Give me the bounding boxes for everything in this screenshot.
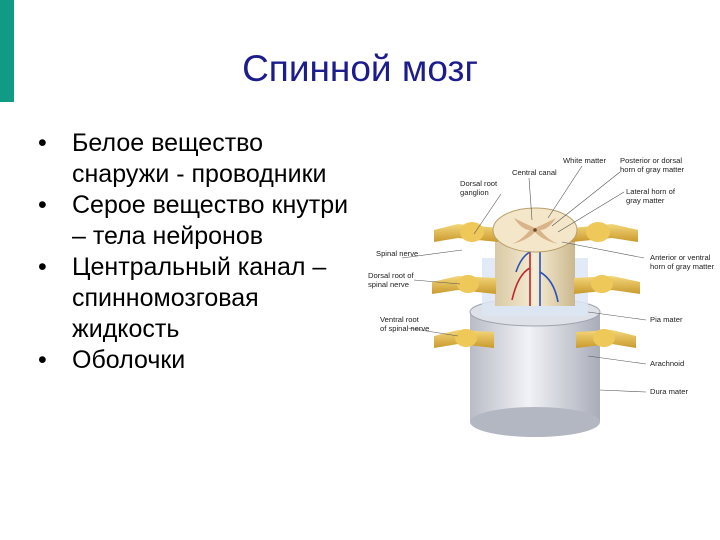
label-anterior-horn: horn of gray matter [650,262,715,271]
label-spinal-nerve: Spinal nerve [376,249,418,258]
label-posterior-horn: horn of gray matter [620,165,685,174]
label-anterior-horn: Anterior or ventral [650,253,711,262]
bullet-text: Оболочки [72,346,186,374]
label-pia-mater: Pia mater [650,315,683,324]
label-arachnoid: Arachnoid [650,359,684,368]
bullet-text: Серое вещество кнутри – тела нейронов [72,191,349,250]
spinal-cord-illustration: Dorsal root ganglion Central canal White… [368,156,715,437]
bullet-dot: • [38,129,47,157]
label-dorsal-root-ganglion: ganglion [460,188,489,197]
accent-bar [0,0,14,102]
label-central-canal: Central canal [512,168,557,177]
bullet-dot: • [38,346,47,374]
leader-lines [401,165,647,393]
bullet-dot: • [38,191,47,219]
dura-mater-sheath [469,297,601,437]
label-ventral-root: Ventral root [380,315,420,324]
label-lateral-horn: Lateral horn of [626,187,676,196]
bullet-item: • Оболочки [36,345,356,376]
label-dorsal-root: spinal nerve [368,280,409,289]
label-dorsal-root: Dorsal root of [368,271,414,280]
bullet-item: • Серое вещество кнутри – тела нейронов [36,190,356,252]
slide-title: Спинной мозг [242,48,478,89]
label-posterior-horn: Posterior or dorsal [620,156,682,165]
nerve-roots-right [572,222,640,348]
label-lateral-horn: gray matter [626,196,665,205]
label-dorsal-root-ganglion: Dorsal root [460,179,498,188]
label-ventral-root: of spinal nerve [380,324,429,333]
label-dura-mater: Dura mater [650,387,688,396]
label-white-matter: White matter [563,156,607,165]
bullet-text: Центральный канал – спинномозговая жидко… [72,253,327,343]
bullet-dot: • [38,253,47,281]
bullet-text: Белое вещество снаружи - проводники [72,129,327,188]
bullet-item: • Центральный канал – спинномозговая жидк… [36,252,356,345]
figure-labels: Dorsal root ganglion Central canal White… [368,156,715,396]
bullet-list: • Белое вещество снаружи - проводники • Се… [36,128,356,376]
bullet-item: • Белое вещество снаружи - проводники [36,128,356,190]
spinal-cord-cross-section [492,207,578,253]
